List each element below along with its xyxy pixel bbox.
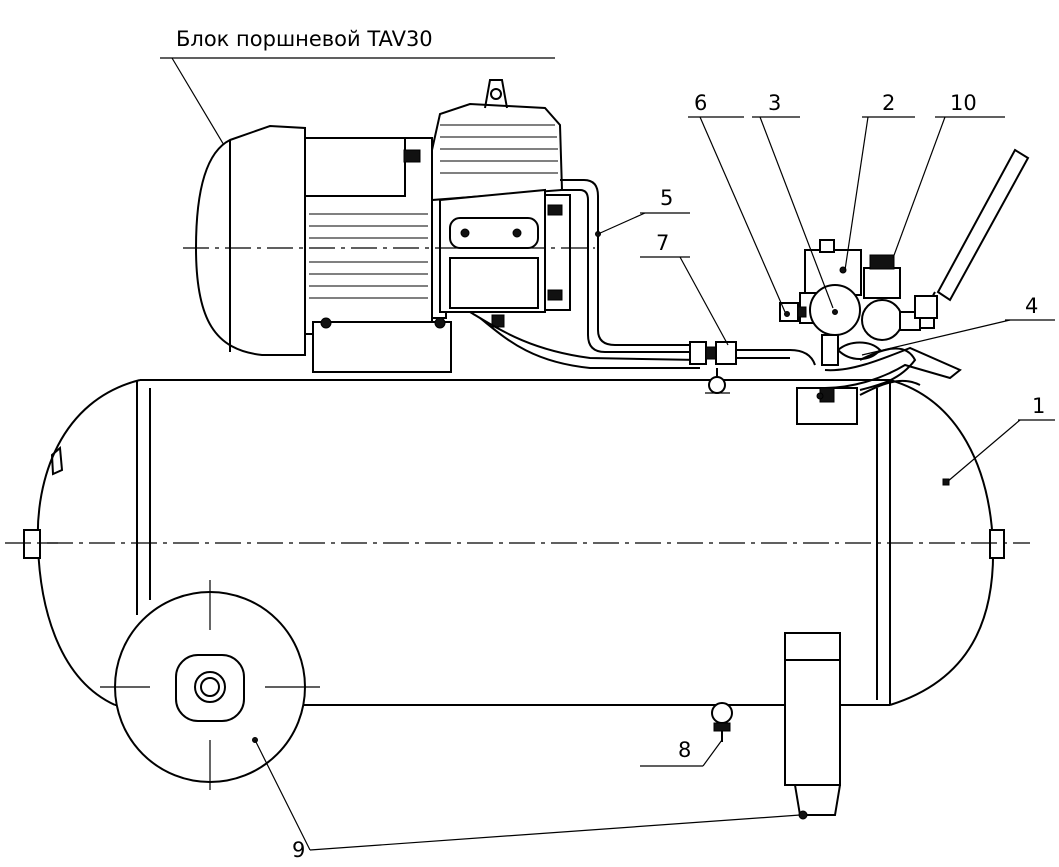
discharge-pipe bbox=[560, 179, 700, 353]
piston-pump bbox=[431, 79, 571, 313]
check-valve bbox=[689, 341, 737, 394]
svg-text:9: 9 bbox=[292, 838, 305, 862]
receiver-tank bbox=[23, 379, 1005, 706]
svg-text:1: 1 bbox=[1032, 394, 1045, 418]
wheel bbox=[100, 580, 320, 790]
title-label: Блок поршневой TAV30 bbox=[176, 27, 433, 51]
svg-text:5: 5 bbox=[660, 186, 673, 210]
callout-9: 9 bbox=[254, 739, 801, 862]
callout-1: 1 bbox=[942, 394, 1055, 486]
callout-2: 2 bbox=[844, 91, 915, 271]
callout-10: 10 bbox=[892, 91, 1005, 259]
svg-text:6: 6 bbox=[694, 91, 707, 115]
callout-3: 3 bbox=[752, 91, 834, 309]
svg-text:10: 10 bbox=[950, 91, 977, 115]
svg-text:7: 7 bbox=[656, 231, 669, 255]
pressure-switch-assembly bbox=[735, 239, 962, 425]
cooling-pipe bbox=[469, 311, 701, 369]
callout-4: 4 bbox=[861, 294, 1055, 356]
callout-6: 6 bbox=[688, 91, 790, 317]
callout-8: 8 bbox=[640, 738, 723, 767]
lifting-handle bbox=[914, 148, 1030, 319]
svg-text:2: 2 bbox=[882, 91, 895, 115]
electric-motor bbox=[194, 124, 505, 373]
callout-5: 5 bbox=[597, 186, 690, 235]
svg-text:4: 4 bbox=[1025, 294, 1038, 318]
drain-valve bbox=[711, 702, 733, 742]
svg-text:8: 8 bbox=[678, 738, 691, 762]
svg-text:3: 3 bbox=[768, 91, 781, 115]
callout-7: 7 bbox=[640, 231, 729, 346]
support-foot bbox=[784, 632, 841, 820]
